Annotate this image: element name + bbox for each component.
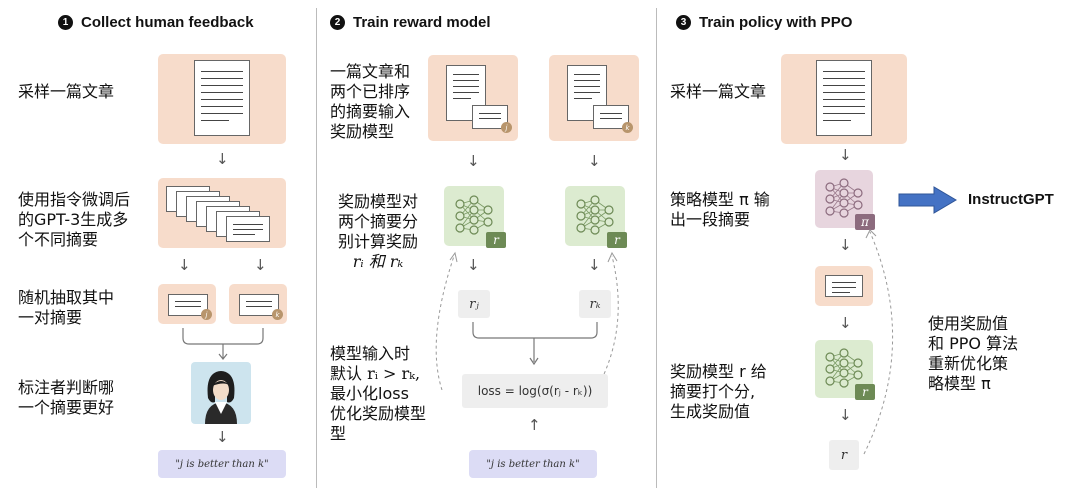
- down-arrow-icon: ↓: [588, 152, 601, 170]
- step-number: 3: [676, 15, 691, 30]
- reward-tag: r: [486, 232, 506, 248]
- sample-article-text: 采样一篇文章: [670, 82, 767, 101]
- policy-tag: π: [855, 214, 875, 230]
- step2-header: 2 Train reward model: [330, 14, 491, 31]
- reward-model: r: [815, 340, 875, 400]
- result-arrow-icon: [898, 186, 957, 214]
- badge-j: j: [501, 122, 512, 133]
- step3-header: 3 Train policy with PPO: [676, 14, 852, 31]
- pick-pair-text: 随机抽取其中一对摘要: [18, 288, 115, 327]
- neural-network-icon: [825, 348, 863, 388]
- summary-k-card: k: [229, 284, 287, 324]
- article-card: [781, 54, 907, 144]
- summary-doc-icon: j: [168, 294, 212, 320]
- summary-doc-icon: k: [239, 294, 283, 320]
- labeler-judge-text: 标注者判断哪一个摘要更好: [18, 378, 115, 417]
- down-arrow-icon: ↓: [178, 256, 191, 274]
- merge-bracket-icon: [472, 322, 598, 366]
- summary-stack-icon: [226, 216, 270, 242]
- down-arrow-icon: ↓: [839, 406, 852, 424]
- reward-rk: rₖ: [579, 290, 611, 318]
- down-arrow-icon: ↓: [254, 256, 267, 274]
- summary-doc-icon: [825, 275, 863, 297]
- step1-header: 1 Collect human feedback: [58, 14, 254, 31]
- preference-label: "j is better than k": [158, 450, 286, 478]
- down-arrow-icon: ↓: [467, 256, 480, 274]
- step-title: Collect human feedback: [81, 14, 254, 31]
- sample-article-text: 采样一篇文章: [18, 82, 115, 101]
- summaries-card: [158, 178, 286, 248]
- reward-rj: rⱼ: [458, 290, 490, 318]
- article-summary-j-card: j: [428, 55, 518, 141]
- summary-doc-icon: k: [593, 105, 633, 133]
- loss-formula: loss = log(σ(rⱼ - rₖ)): [462, 374, 608, 408]
- neural-network-icon: [576, 195, 614, 235]
- generate-summaries-text: 使用指令微调后的GPT-3生成多个不同摘要: [18, 190, 131, 249]
- person-icon: [205, 371, 237, 424]
- reward-tag: r: [607, 232, 627, 248]
- down-arrow-icon: ↓: [839, 314, 852, 332]
- badge-k: k: [272, 309, 283, 320]
- down-arrow-icon: ↓: [588, 256, 601, 274]
- step-title: Train policy with PPO: [699, 14, 853, 31]
- column-divider: [316, 8, 317, 488]
- reward-score-text: 奖励模型 r 给摘要打个分,生成奖励值: [670, 362, 767, 421]
- rm-compute-text: 奖励模型对两个摘要分别计算奖励 rᵢ 和 rₖ: [338, 192, 419, 271]
- ppo-update-text: 使用奖励值和 PPO 算法重新优化策略模型 π: [928, 314, 1019, 393]
- step-title: Train reward model: [353, 14, 491, 31]
- column-divider: [656, 8, 657, 488]
- article-card: [158, 54, 286, 144]
- badge-k: k: [622, 122, 633, 133]
- feedback-dashed-arrows: [435, 251, 619, 390]
- badge-j: j: [201, 309, 212, 320]
- summary-j-card: j: [158, 284, 216, 324]
- neural-network-icon: [455, 195, 493, 235]
- step-number: 1: [58, 15, 73, 30]
- down-arrow-icon: ↓: [839, 236, 852, 254]
- document-icon: [816, 60, 872, 136]
- result-label: InstructGPT: [968, 191, 1054, 208]
- summary-doc-icon: j: [472, 105, 512, 133]
- reward-tag: r: [855, 384, 875, 400]
- policy-model: π: [815, 170, 875, 230]
- neural-network-icon: [825, 178, 863, 218]
- document-icon: [194, 60, 250, 136]
- reward-model-k: r: [565, 186, 627, 248]
- up-arrow-icon: ↑: [528, 416, 541, 434]
- labeler-avatar: [191, 362, 251, 424]
- summary-card: [815, 266, 873, 306]
- down-arrow-icon: ↓: [216, 428, 229, 446]
- policy-text: 策略模型 π 输出一段摘要: [670, 190, 770, 229]
- down-arrow-icon: ↓: [216, 150, 229, 168]
- reward-value: r: [829, 440, 859, 470]
- rm-input-text: 一篇文章和两个已排序的摘要输入奖励模型: [330, 62, 411, 141]
- document-icon: [567, 65, 607, 121]
- merge-bracket-icon: [182, 328, 264, 360]
- down-arrow-icon: ↓: [467, 152, 480, 170]
- step-number: 2: [330, 15, 345, 30]
- down-arrow-icon: ↓: [839, 146, 852, 164]
- reward-model-j: r: [444, 186, 506, 248]
- preference-label: "j is better than k": [469, 450, 597, 478]
- article-summary-k-card: k: [549, 55, 639, 141]
- feedback-dashed-arrow: [863, 229, 893, 455]
